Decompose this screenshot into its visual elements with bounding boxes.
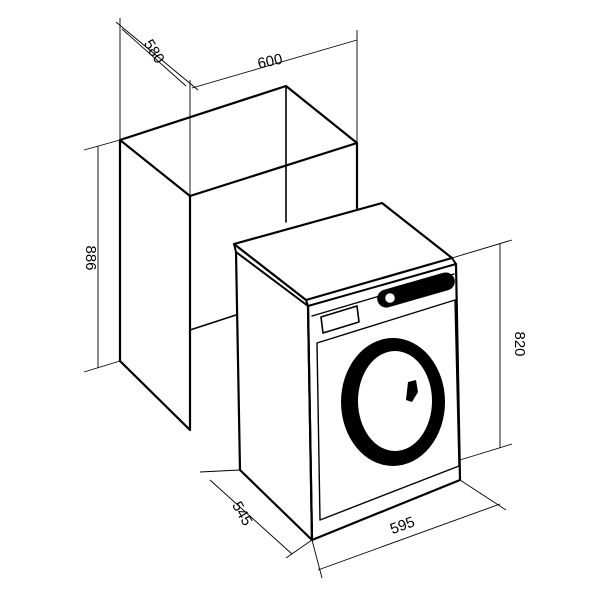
dim-595 — [311, 479, 507, 579]
detergent-drawer — [320, 305, 360, 334]
label-580: 580 — [140, 36, 168, 66]
niche-floor-line — [189, 314, 237, 331]
machine-front — [306, 262, 462, 542]
niche-left-wall — [118, 138, 192, 432]
door-handle — [406, 380, 418, 402]
dim-600 — [189, 30, 358, 196]
label-886: 886 — [82, 245, 99, 270]
washing-machine — [232, 201, 462, 542]
display-panel — [377, 272, 455, 308]
label-545: 545 — [228, 499, 255, 529]
machine-top-lip-left — [233, 243, 309, 307]
label-600: 600 — [256, 51, 284, 73]
dim-820 — [451, 239, 513, 461]
label-820: 820 — [511, 331, 528, 356]
niche-top-face — [118, 84, 359, 198]
label-595: 595 — [388, 514, 417, 539]
dim-580 — [115, 18, 199, 140]
door-glass — [358, 351, 432, 451]
machine-front-panel — [316, 299, 460, 521]
program-knob-icon — [383, 291, 397, 305]
dim-545 — [199, 469, 313, 559]
dim-886 — [83, 139, 121, 373]
